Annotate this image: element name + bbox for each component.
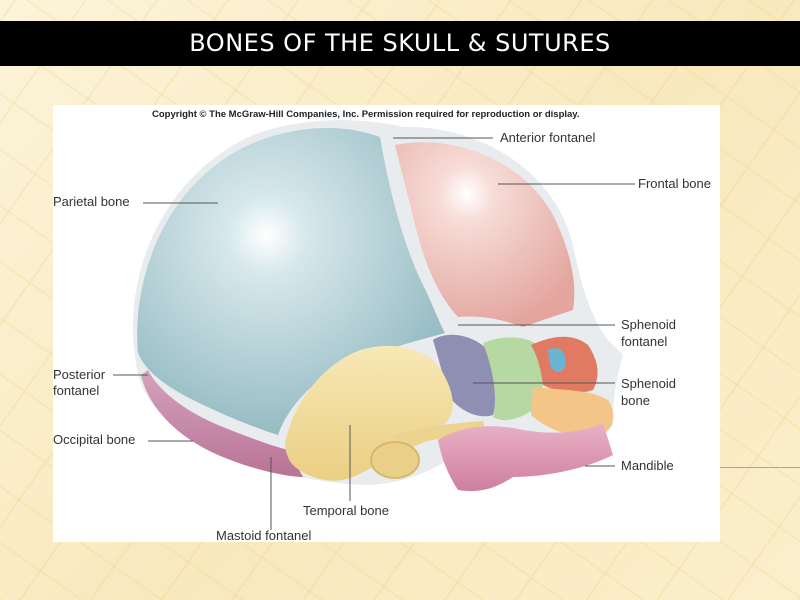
zygomatic-process: [393, 421, 485, 447]
label-mandible: Mandible: [621, 458, 674, 473]
ear-opening: [370, 441, 420, 479]
occipital-bone: [141, 370, 303, 477]
maxilla: [531, 387, 614, 437]
label-occipital-bone: Occipital bone: [53, 432, 136, 447]
slide-title: BONES OF THE SKULL & SUTURES: [189, 29, 611, 57]
decorative-accent-line: [720, 467, 800, 468]
label-anterior-fontanel: Anterior fontanel: [500, 130, 596, 145]
label-sphenoid-bone-line1: Sphenoid: [621, 376, 676, 391]
leader-lines: [113, 137, 635, 530]
ethmoid-region: [548, 348, 566, 373]
title-bar: BONES OF THE SKULL & SUTURES: [0, 21, 800, 66]
frontal-bone: [395, 142, 575, 327]
parietal-bone: [137, 128, 445, 435]
mandible: [438, 423, 613, 492]
label-sphenoid-fontanel-line1: Sphenoid: [621, 317, 676, 332]
skull-illustration: [113, 120, 635, 530]
label-frontal-bone: Frontal bone: [638, 176, 711, 191]
skull-figure: Copyright © The McGraw-Hill Companies, I…: [53, 105, 720, 543]
label-sphenoid-bone-line2: bone: [621, 393, 650, 408]
label-mastoid-fontanel: Mastoid fontanel: [216, 528, 312, 543]
sphenoid-bone: [483, 337, 545, 421]
label-posterior-fontanel-line2: fontanel: [53, 383, 100, 398]
label-posterior-fontanel-line1: Posterior: [53, 367, 106, 382]
label-temporal-bone: Temporal bone: [303, 503, 389, 518]
copyright-notice: Copyright © The McGraw-Hill Companies, I…: [152, 109, 580, 120]
sphenoid-greater-wing: [433, 334, 496, 417]
label-parietal-bone: Parietal bone: [53, 194, 130, 209]
label-sphenoid-fontanel-line2: fontanel: [621, 334, 668, 349]
